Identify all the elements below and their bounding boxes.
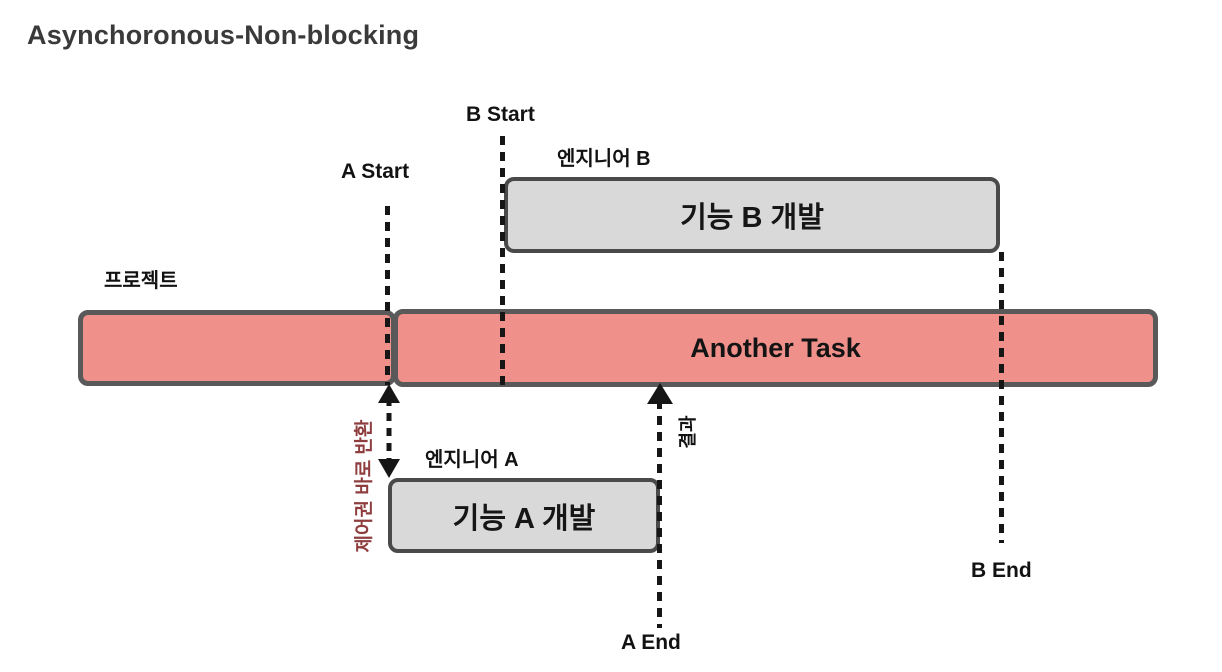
b-end-line bbox=[999, 252, 1004, 543]
project-bar-segment-1 bbox=[78, 310, 396, 386]
engineer-a-label: 엔지니어 A bbox=[425, 449, 519, 471]
result-label: 결과 bbox=[678, 415, 698, 449]
control-return-arrow-icon bbox=[378, 384, 400, 478]
engineer-b-label: 엔지니어 B bbox=[557, 148, 651, 170]
control-return-label: 제어권 바로 반환 bbox=[354, 419, 375, 553]
b-start-label: B Start bbox=[466, 103, 535, 126]
a-start-line bbox=[385, 206, 390, 385]
b-start-line bbox=[500, 136, 505, 385]
feature-b-label: 기능 B 개발 bbox=[680, 202, 824, 234]
a-end-label: A End bbox=[621, 631, 681, 654]
feature-a-box: 기능 A 개발 bbox=[388, 478, 660, 553]
a-start-label: A Start bbox=[341, 160, 410, 183]
project-label: 프로젝트 bbox=[104, 270, 178, 292]
b-end-label: B End bbox=[971, 559, 1032, 582]
a-end-line bbox=[657, 400, 662, 628]
another-task-label: Another Task bbox=[690, 332, 861, 363]
project-bar-segment-2: Another Task bbox=[393, 309, 1158, 387]
diagram-title: Asynchoronous-Non-blocking bbox=[27, 20, 420, 50]
feature-b-box: 기능 B 개발 bbox=[504, 177, 1000, 253]
result-arrow-icon bbox=[647, 383, 673, 404]
feature-a-label: 기능 A 개발 bbox=[452, 502, 596, 535]
